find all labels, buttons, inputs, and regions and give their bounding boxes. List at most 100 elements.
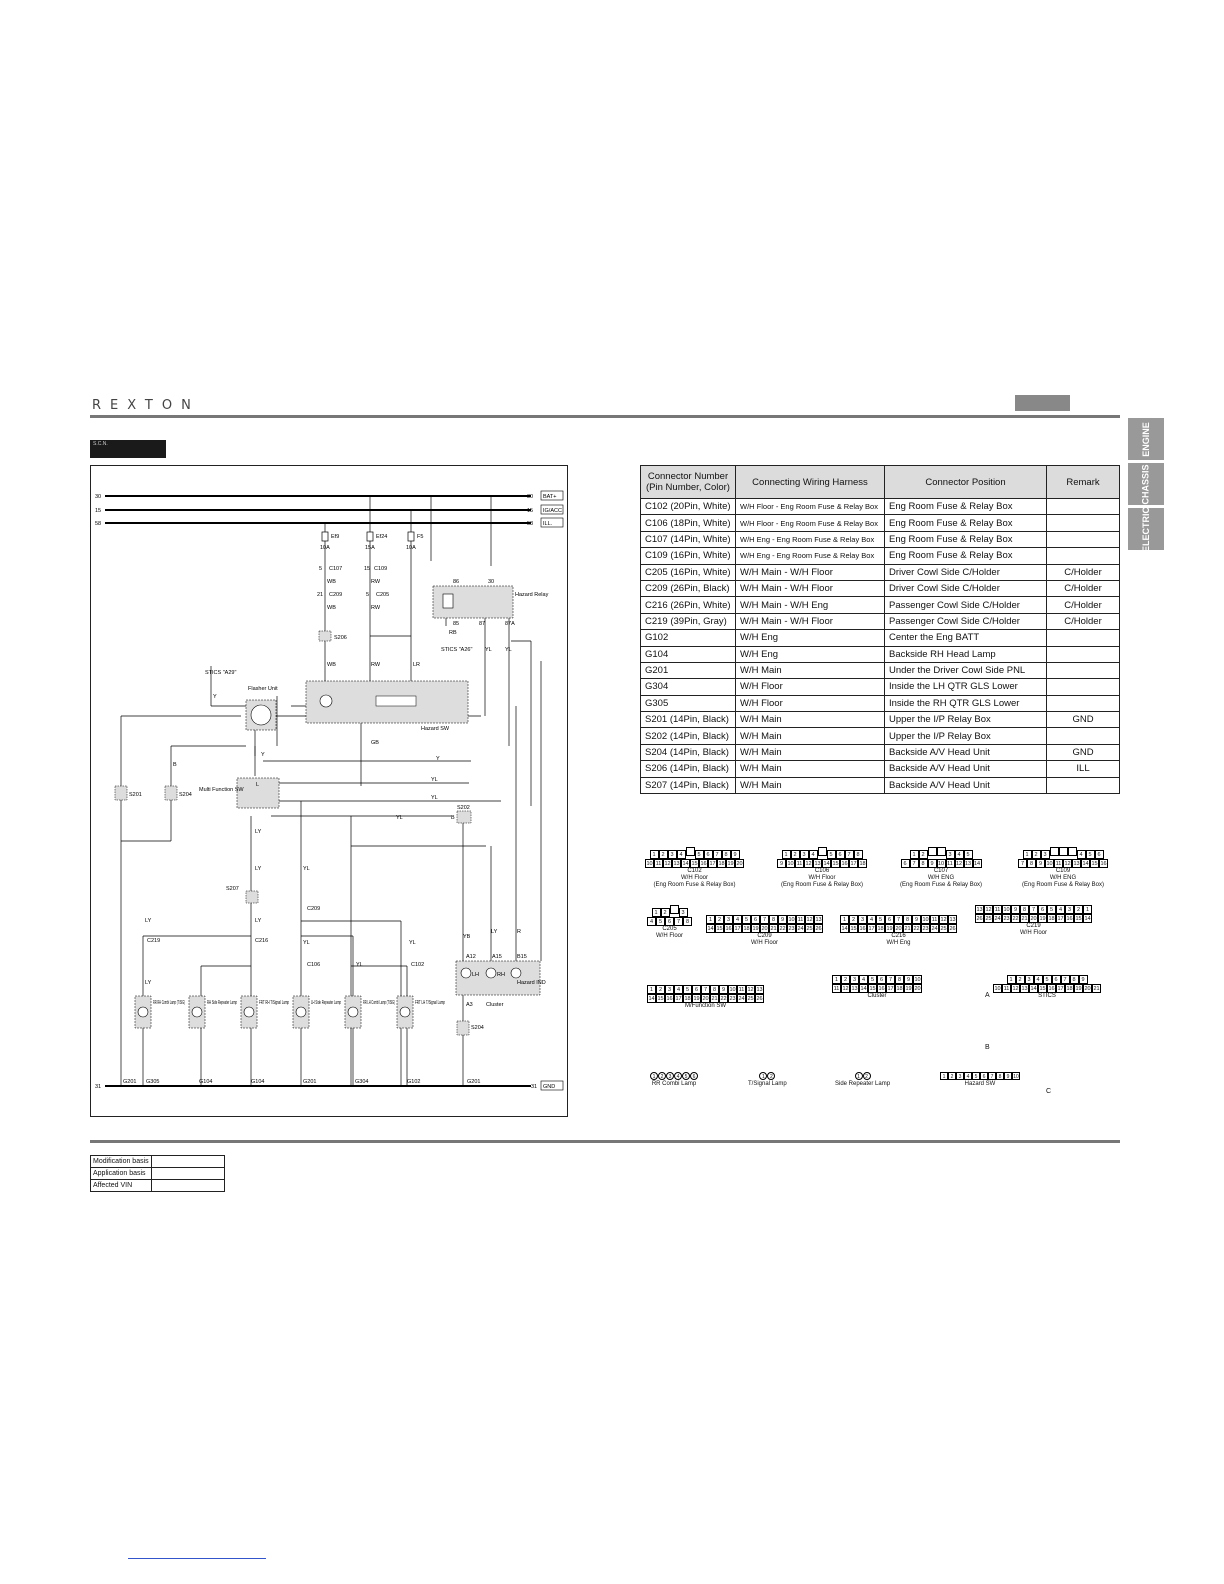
pin-cell: 1 [840, 915, 849, 924]
fuse-ef9 [321, 531, 329, 542]
wiring-diagram-frame: 30 15 58 31 30 15 58 31 BAT+ IG/ACC ILL.… [90, 465, 568, 1117]
pin-cell: 14 [972, 859, 982, 868]
pin-cell: 7 [1060, 975, 1070, 984]
cell-harness: W/H Main [735, 760, 885, 778]
pin-cell: 12 [841, 984, 850, 993]
pin-cell: 18 [1047, 914, 1056, 923]
pin-cell: 12 [663, 859, 672, 868]
pin-cell: 6 [690, 1072, 698, 1080]
side-tab-engine[interactable]: ENGINE [1128, 418, 1164, 460]
connector-caption: (Eng Room Fuse & Relay Box) [900, 882, 983, 888]
pin-cell: 25 [984, 914, 993, 923]
connector-caption: W/H Floor [751, 940, 778, 946]
pin-cell: 5 [1047, 905, 1056, 914]
ground-g201-1: G201 [123, 1079, 136, 1085]
connector-caption: C205 [662, 926, 677, 932]
pin-cell: 10 [1012, 1072, 1020, 1080]
pin-cell: 6 [835, 850, 845, 859]
pin-cell: 14 [840, 924, 849, 933]
pin-cell: 10 [1045, 859, 1054, 868]
cell-harness: W/H Floor - Eng Room Fuse & Relay Box [735, 514, 885, 532]
cell-position: Eng Room Fuse & Relay Box [884, 514, 1047, 532]
pin-cell: 6 [1094, 850, 1104, 859]
cell-harness: W/H Main [735, 743, 885, 762]
footer-link[interactable] [128, 1558, 266, 1559]
wire-ly-3: LY [255, 918, 262, 924]
table-row: C102 (20Pin, White)W/H Floor - Eng Room … [640, 497, 1120, 516]
icon-caption: Hazard SW [964, 1081, 996, 1087]
pin-cell: 13 [672, 859, 681, 868]
cell-connector: G304 [640, 678, 736, 696]
pin-cell: 9 [778, 915, 787, 924]
rail-30-num-r: 30 [527, 494, 533, 500]
wire-b-2: B [451, 815, 455, 821]
pin-cell: 2 [948, 1072, 956, 1080]
pin-cell: 4 [1056, 905, 1065, 914]
pin-cell: 13 [948, 915, 957, 924]
pin-cell: 5 [972, 1072, 980, 1080]
lamp-lh-side: LH Side Repeater Lamp [311, 1000, 341, 1006]
cell-harness: W/H Floor [735, 678, 885, 696]
pin-cell: 17 [674, 994, 683, 1003]
rail-label-ill: ILL. [543, 521, 553, 527]
wire-yl-7: YL [409, 940, 416, 946]
pin-cell: 3 [666, 1072, 674, 1080]
pin-cell: 24 [930, 924, 939, 933]
pin-cell: 12 [746, 985, 755, 994]
pin-cell: 1 [854, 1072, 863, 1080]
pin-cell: 21 [1020, 914, 1029, 923]
pin-cell: 8 [903, 915, 912, 924]
ground-g305: G305 [146, 1079, 159, 1085]
pin-cell: 10 [728, 985, 737, 994]
pin-cell: 10 [645, 859, 654, 868]
wire-yl-relay-2: YL [505, 647, 512, 653]
cell-connector: C205 (16Pin, White) [640, 563, 736, 581]
pin-cell: 2 [790, 850, 800, 859]
cell-remark [1046, 530, 1120, 549]
pin-cell: 18 [858, 859, 867, 868]
table-header-row: Connector Number (Pin Number, Color) Con… [640, 465, 1120, 499]
pin-cell: 16 [877, 984, 886, 993]
pin-cell: 19 [904, 984, 913, 993]
cluster-label: Cluster [486, 1002, 504, 1008]
pin-cell: 21 [769, 924, 778, 933]
pin-cell: 20 [760, 924, 769, 933]
pin-cell: 19 [692, 994, 701, 1003]
pin-cell: 17 [733, 924, 742, 933]
cell-position: Eng Room Fuse & Relay Box [884, 497, 1047, 516]
pin-cell: 20 [913, 984, 922, 993]
wire-b-1: B [173, 762, 177, 768]
pin-cell: 8 [853, 850, 863, 859]
fuse-ef24-name: Ef24 [376, 534, 387, 540]
pin-cell: 15 [715, 924, 724, 933]
hazard-relay-label: Hazard Relay [515, 592, 549, 598]
connector-caption: C216 [891, 933, 906, 939]
pin-cell: 9 [719, 985, 728, 994]
connector-caption: W/H ENG [1049, 875, 1077, 881]
pin-cell: 15 [831, 859, 840, 868]
cell-position: Upper the I/P Relay Box [884, 727, 1047, 745]
pin-cell [1049, 847, 1059, 856]
side-tab-chassis[interactable]: CHASSIS [1128, 463, 1164, 505]
pin-cell: 15 [690, 859, 699, 868]
cell-remark: GND [1046, 711, 1120, 729]
pin-cell: 5 [826, 850, 836, 859]
pin-cell: 9 [730, 850, 740, 859]
pin-cell: 5 [683, 985, 692, 994]
pin-cell: 18 [742, 924, 751, 933]
pin-cell: 7 [1018, 859, 1027, 868]
cell-harness: W/H Main [735, 776, 885, 795]
pin-cell: 11 [832, 984, 841, 993]
pin-cell: 8 [1069, 975, 1079, 984]
pin-cell: 9 [1036, 859, 1045, 868]
cell-harness: W/H Eng - Eng Room Fuse & Relay Box [735, 530, 885, 549]
cell-remark: C/Holder [1046, 579, 1120, 598]
cell-connector: S201 (14Pin, Black) [640, 711, 736, 729]
side-tab-electric[interactable]: ELECTRIC [1128, 507, 1164, 552]
